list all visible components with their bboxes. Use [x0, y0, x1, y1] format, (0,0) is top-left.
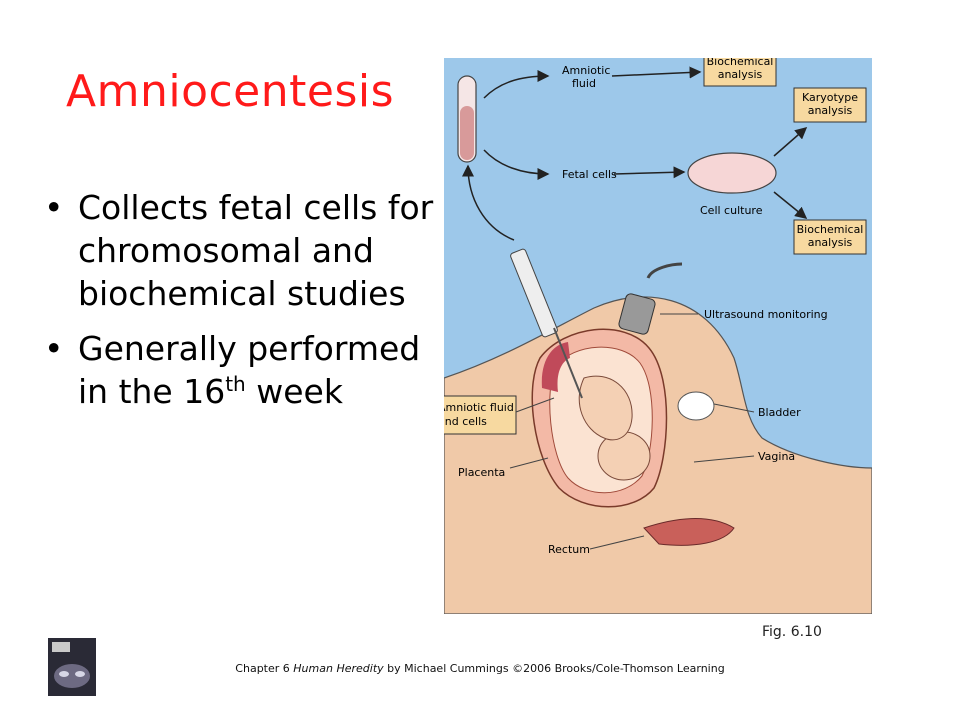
placenta-shape: [541, 342, 570, 392]
leader-rectum: [589, 535, 645, 550]
biochemical-analysis-top-box: [703, 58, 777, 87]
label-amniotic-fluid-2: fluid: [572, 77, 596, 90]
bullet-text-2: Generally performed in the 16: [78, 329, 421, 411]
label-amniotic-fluid-cells-1: Amniotic fluid: [444, 401, 514, 414]
arrow-to-karyotype: [773, 127, 808, 157]
footer-book-title: Human Heredity: [293, 662, 384, 675]
arrow-to-petri: [613, 166, 686, 179]
test-tube-contents: [460, 106, 474, 160]
bullet-item-1: • Collects fetal cells for chromosomal a…: [44, 186, 434, 315]
label-karyotype-2: analysis: [808, 104, 853, 117]
bullet-text-1: Collects fetal cells for chromosomal and…: [78, 188, 434, 313]
amniocentesis-figure: Amniotic fluid Fetal cells Biochemical a…: [444, 58, 872, 614]
label-biochemical-top-1: Biochemical: [707, 58, 774, 68]
bladder-shape: [677, 391, 715, 421]
ultrasound-probe: [618, 262, 683, 335]
label-amniotic-fluid-1: Amniotic: [562, 64, 610, 77]
fetus-body: [578, 375, 633, 441]
bullet-item-2: • Generally performed in the 16th week: [44, 327, 434, 413]
leader-bladder: [713, 403, 755, 413]
syringe: [510, 248, 583, 399]
arrow-to-fetal-cells: [483, 149, 550, 180]
footer-prefix: Chapter 6: [235, 662, 290, 675]
leader-amniotic-fluid-cells: [515, 397, 555, 413]
bullet-list: • Collects fetal cells for chromosomal a…: [44, 186, 434, 425]
bullet-text-2-tail: week: [245, 372, 343, 411]
bullet-dot: •: [44, 329, 64, 368]
biochemical-analysis-bottom-box: [793, 219, 867, 255]
book-cover-image: [48, 638, 96, 696]
label-ultrasound: Ultrasound monitoring: [704, 308, 828, 321]
petri-dish: [687, 152, 777, 194]
label-placenta: Placenta: [458, 466, 505, 479]
arrow-syringe-to-tube: [462, 164, 515, 241]
label-fetal-cells: Fetal cells: [562, 168, 617, 181]
label-cell-culture: Cell culture: [700, 204, 763, 217]
leader-placenta: [509, 457, 549, 469]
label-bladder: Bladder: [758, 406, 801, 419]
arrow-to-biochemical-top: [611, 66, 702, 79]
label-biochemical-bottom-2: analysis: [808, 236, 853, 249]
label-vagina: Vagina: [758, 450, 795, 463]
figure-caption: Fig. 6.10: [762, 624, 822, 640]
footer-credit: Chapter 6 Human Heredity by Michael Cumm…: [0, 662, 960, 675]
slide-title: Amniocentesis: [66, 66, 395, 117]
rectum-shape: [643, 518, 735, 546]
label-karyotype-1: Karyotype: [802, 91, 858, 104]
label-biochemical-top-2: analysis: [718, 68, 763, 81]
arrow-to-amniotic-fluid: [483, 70, 550, 99]
bullet-dot: •: [44, 188, 64, 227]
arrow-to-biochemical-bottom: [773, 191, 808, 219]
label-amniotic-fluid-cells-2: and cells: [444, 415, 487, 428]
leader-vagina: [693, 455, 755, 463]
karyotype-analysis-box: [793, 87, 867, 123]
footer-suffix: by Michael Cummings ©2006 Brooks/Cole-Th…: [387, 662, 725, 675]
bullet-superscript: th: [225, 372, 246, 396]
label-biochemical-bottom-1: Biochemical: [797, 223, 864, 236]
label-rectum: Rectum: [548, 543, 590, 556]
amniotic-fluid-cells-box: [444, 395, 517, 435]
